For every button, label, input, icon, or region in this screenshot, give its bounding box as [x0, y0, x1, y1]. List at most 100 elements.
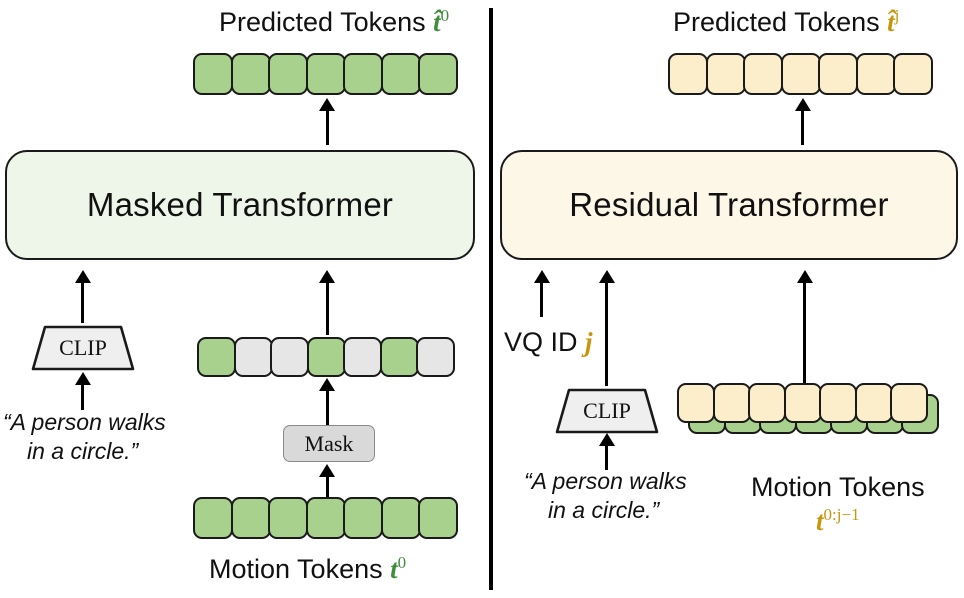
- right-output-arrow-shaft: [801, 111, 804, 145]
- token: [818, 53, 858, 95]
- right-prompt-line2: in a circle.”: [548, 496, 660, 523]
- token: [855, 53, 896, 95]
- token: [343, 53, 383, 95]
- right-motion-caption-symbol-line: t0:j−1: [751, 505, 925, 537]
- token: [854, 383, 893, 423]
- vq-id-symbol: j: [585, 327, 593, 357]
- right-clip-arrow-shaft: [605, 283, 608, 386]
- masked-transformer-label: Masked Transformer: [86, 186, 394, 223]
- left-predicted-tokens-caption: Predicted Tokens t̂0: [219, 6, 449, 38]
- left-masked-token-row: [197, 337, 455, 377]
- left-prompt-line1: “A person walks: [3, 409, 166, 435]
- vq-id-text: VQ ID: [504, 327, 578, 357]
- left-prompt-line2: in a circle.”: [27, 437, 139, 464]
- right-token-arrow-shaft: [803, 283, 806, 383]
- right-motion-caption-text: Motion Tokens: [751, 472, 925, 502]
- panel-divider: [489, 8, 493, 590]
- left-predicted-caption-symbol: t̂: [433, 7, 441, 37]
- token: [705, 53, 746, 95]
- left-token-arrow-head: [319, 270, 335, 283]
- right-clip-shape: [555, 388, 659, 434]
- left-clip-arrow-head: [75, 270, 91, 283]
- mask-box-label: Mask: [304, 430, 354, 456]
- token: [748, 383, 786, 423]
- left-clip-label: CLIP: [59, 335, 107, 360]
- right-prompt-line1: “A person walks: [524, 468, 687, 494]
- token: [380, 53, 421, 95]
- right-vqid-arrow-shaft: [540, 283, 543, 317]
- right-predicted-caption-symbol: t̂: [887, 7, 895, 37]
- left-predicted-caption-superscript: 0: [440, 6, 450, 25]
- right-prompt-arrow-shaft: [605, 446, 608, 470]
- token: [306, 337, 346, 377]
- left-motion-token-row: [193, 497, 458, 539]
- token: [712, 383, 751, 423]
- token: [305, 497, 346, 539]
- token: [268, 497, 308, 539]
- right-prompt-text: “A person walks in a circle.”: [524, 467, 687, 524]
- right-vqid-arrow-head: [534, 270, 550, 283]
- token: [193, 53, 233, 95]
- right-predicted-caption-text: Predicted Tokens: [673, 7, 880, 37]
- token: [270, 337, 309, 377]
- token: [197, 337, 236, 377]
- token: [893, 53, 933, 95]
- token: [193, 497, 233, 539]
- left-output-arrow-shaft: [326, 111, 329, 145]
- token: [743, 53, 783, 95]
- right-clip-arrow-head: [599, 270, 615, 283]
- left-prompt-text: “A person walks in a circle.”: [3, 408, 166, 465]
- token: [230, 497, 271, 539]
- token: [418, 497, 458, 539]
- residual-transformer-box: Residual Transformer: [500, 150, 958, 260]
- right-predicted-token-row: [668, 53, 933, 95]
- mask-box: Mask: [283, 425, 375, 462]
- token: [890, 383, 928, 423]
- token: [416, 337, 455, 377]
- left-predicted-token-row: [193, 53, 458, 95]
- left-prompt-arrow-shaft: [81, 385, 84, 410]
- residual-transformer-label: Residual Transformer: [569, 186, 889, 223]
- right-predicted-tokens-caption: Predicted Tokens t̂j: [673, 6, 899, 38]
- right-motion-caption-symbol: t: [816, 506, 824, 536]
- token: [268, 53, 308, 95]
- left-mask-in-arrow-head: [319, 464, 335, 477]
- token: [783, 383, 822, 423]
- left-mask-out-arrow-shaft: [326, 391, 329, 425]
- masked-transformer-box: Masked Transformer: [5, 150, 475, 260]
- right-token-arrow-head: [797, 270, 813, 283]
- left-motion-caption-text: Motion Tokens: [209, 554, 383, 584]
- token: [343, 497, 383, 539]
- token: [379, 337, 419, 377]
- left-token-arrow-shaft: [326, 283, 329, 335]
- token: [305, 53, 346, 95]
- right-clip-box: CLIP: [555, 388, 659, 434]
- vq-id-caption: VQ ID j: [504, 327, 593, 358]
- left-output-arrow-head: [319, 98, 335, 111]
- right-clip-label: CLIP: [583, 398, 631, 423]
- token: [668, 53, 708, 95]
- token: [230, 53, 271, 95]
- token: [780, 53, 821, 95]
- right-motion-caption-superscript: 0:j−1: [823, 505, 860, 524]
- left-clip-box: CLIP: [31, 325, 135, 371]
- left-motion-caption-symbol: t: [390, 554, 398, 584]
- token: [380, 497, 421, 539]
- right-motion-token-row-front: [677, 383, 928, 423]
- token: [343, 337, 382, 377]
- token: [418, 53, 458, 95]
- token: [677, 383, 715, 423]
- left-clip-arrow-shaft: [81, 283, 84, 323]
- left-motion-tokens-caption: Motion Tokens t0: [209, 553, 406, 585]
- left-predicted-caption-text: Predicted Tokens: [219, 7, 426, 37]
- right-motion-tokens-caption: Motion Tokens t0:j−1: [751, 472, 925, 537]
- left-mask-out-arrow-head: [319, 378, 335, 391]
- left-mask-in-arrow-shaft: [326, 477, 329, 497]
- right-predicted-caption-superscript: j: [894, 6, 900, 25]
- token: [233, 337, 273, 377]
- right-output-arrow-head: [795, 98, 811, 111]
- left-clip-shape: [31, 325, 135, 371]
- left-motion-caption-superscript: 0: [397, 553, 407, 572]
- left-prompt-arrow-head: [75, 372, 91, 385]
